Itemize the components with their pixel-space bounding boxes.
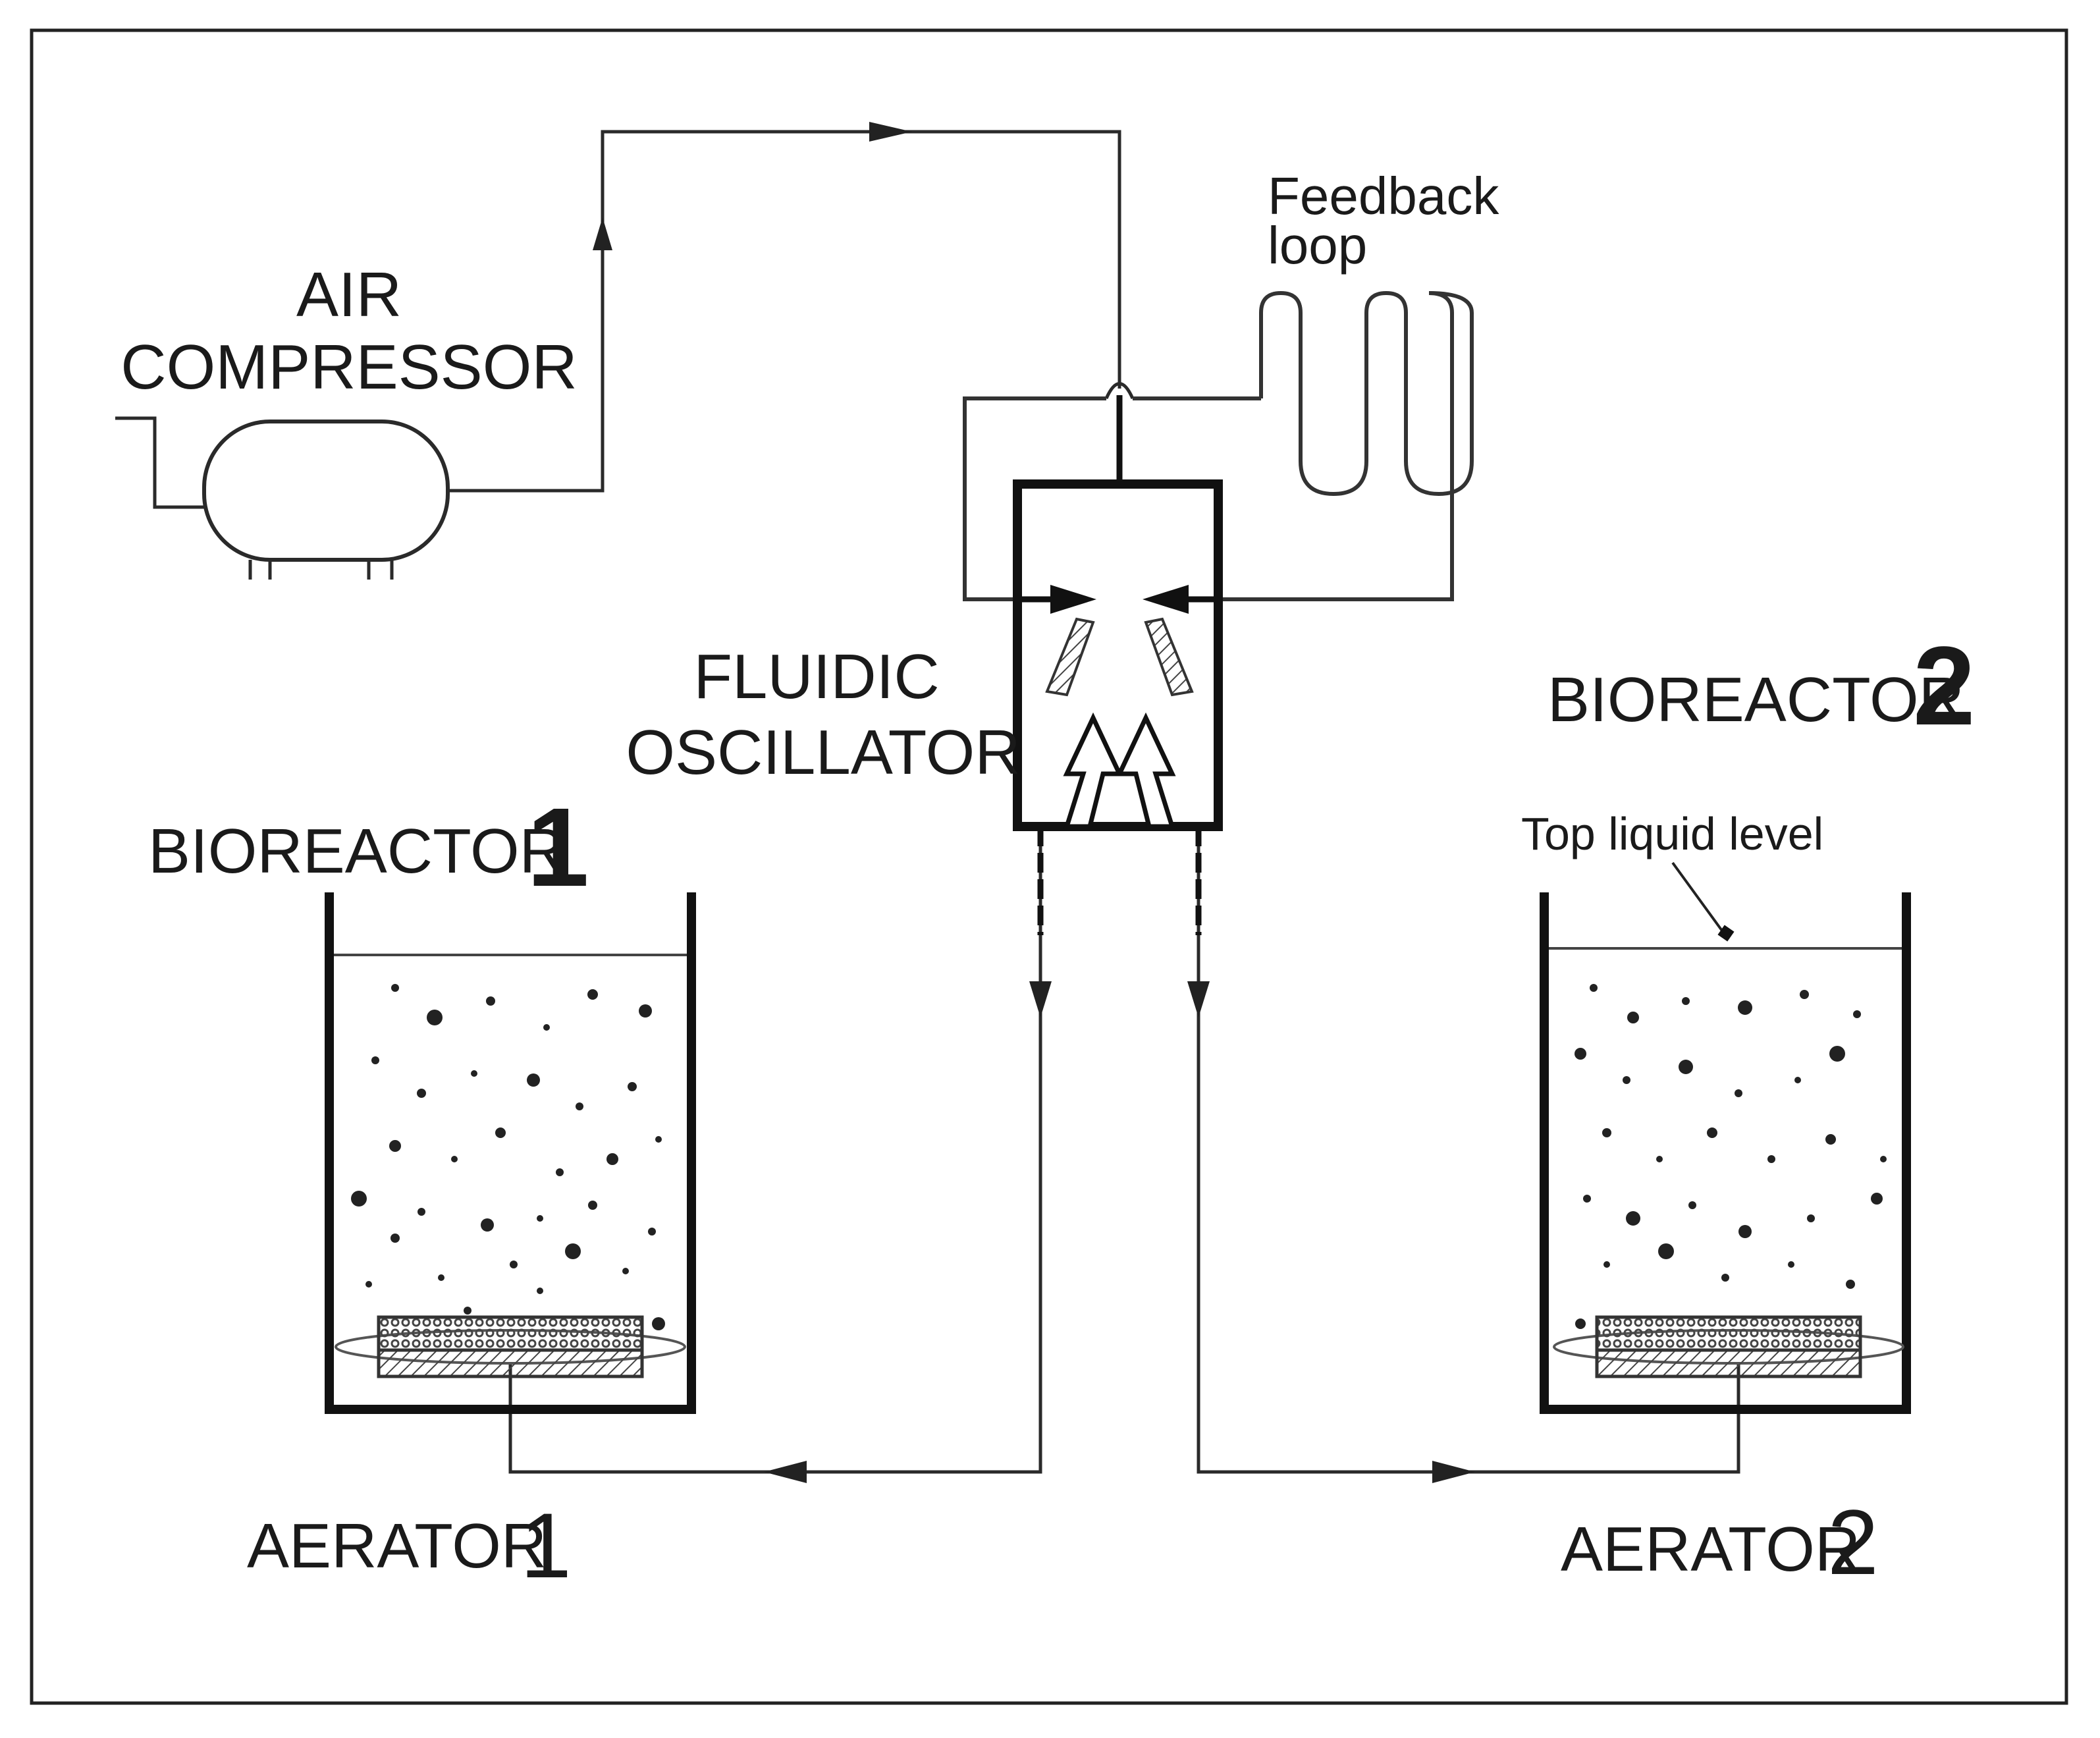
aerator-1-number: 1 xyxy=(520,1494,572,1597)
outlet-pipe-left xyxy=(508,827,1042,1474)
feedback-loop xyxy=(963,290,1474,601)
flow-arrow-down-right xyxy=(1187,981,1210,1018)
air-compressor xyxy=(115,416,450,580)
bioreactor-2-vessel xyxy=(1540,892,1911,1414)
top-liquid-level-label: Top liquid level xyxy=(1521,808,1823,859)
control-arrow-left xyxy=(1050,585,1096,614)
bioreactor-2-number: 2 xyxy=(1913,624,1976,749)
feedback-loop-label-2: loop xyxy=(1268,216,1367,275)
splitter-wall-right xyxy=(1144,617,1194,697)
fluidic-oscillator-label-1: FLUIDIC xyxy=(693,641,939,712)
aerator-2-label: AERATOR xyxy=(1561,1514,1860,1585)
control-arrow-right xyxy=(1143,585,1189,614)
aerator-1-label: AERATOR xyxy=(247,1511,547,1581)
compressor-outlet-pipe xyxy=(448,130,1121,493)
aerator-2-number: 2 xyxy=(1827,1490,1879,1594)
air-compressor-label-1: AIR xyxy=(296,259,402,330)
outer-frame xyxy=(30,28,2068,1705)
aerator-1-membrane xyxy=(377,1315,644,1352)
flow-arrow-right xyxy=(869,122,912,142)
bioreactor-1-number: 1 xyxy=(527,785,589,910)
aerator-1-body xyxy=(377,1348,644,1378)
bioreactor-1 xyxy=(325,892,696,1414)
bioreactor-2 xyxy=(1540,892,1911,1414)
bioreactor-2-label: BIOREACTOR xyxy=(1548,665,1964,735)
feedback-loop-label-1: Feedback xyxy=(1268,167,1499,225)
compressor-inlet-pipe xyxy=(115,416,204,509)
outlet-arrow-left xyxy=(1063,712,1123,829)
top-liquid-level-leader xyxy=(1671,861,1727,937)
flow-arrow-to-aerator-2 xyxy=(1432,1461,1475,1483)
bioreactor-1-vessel xyxy=(325,892,696,1414)
fluidic-oscillator xyxy=(1013,479,1223,831)
fluidic-oscillator-label-2: OSCILLATOR xyxy=(626,717,1020,788)
air-compressor-label-2: COMPRESSOR xyxy=(121,332,577,402)
bioreactor-1-label: BIOREACTOR xyxy=(148,816,565,886)
aerator-2-membrane xyxy=(1595,1315,1862,1352)
flow-arrow-to-aerator-1 xyxy=(764,1461,807,1483)
splitter-wall-left xyxy=(1045,617,1095,697)
flow-arrow-up xyxy=(593,217,612,250)
flow-arrow-down-left xyxy=(1029,981,1052,1018)
aerator-2-body xyxy=(1595,1348,1862,1378)
bioreactor-1-bubbles xyxy=(351,984,665,1330)
outlet-arrow-right xyxy=(1116,712,1176,829)
pipe-crossover xyxy=(1104,382,1135,400)
compressor-tank xyxy=(202,420,450,562)
bioreactor-2-bubbles xyxy=(1575,984,1887,1329)
